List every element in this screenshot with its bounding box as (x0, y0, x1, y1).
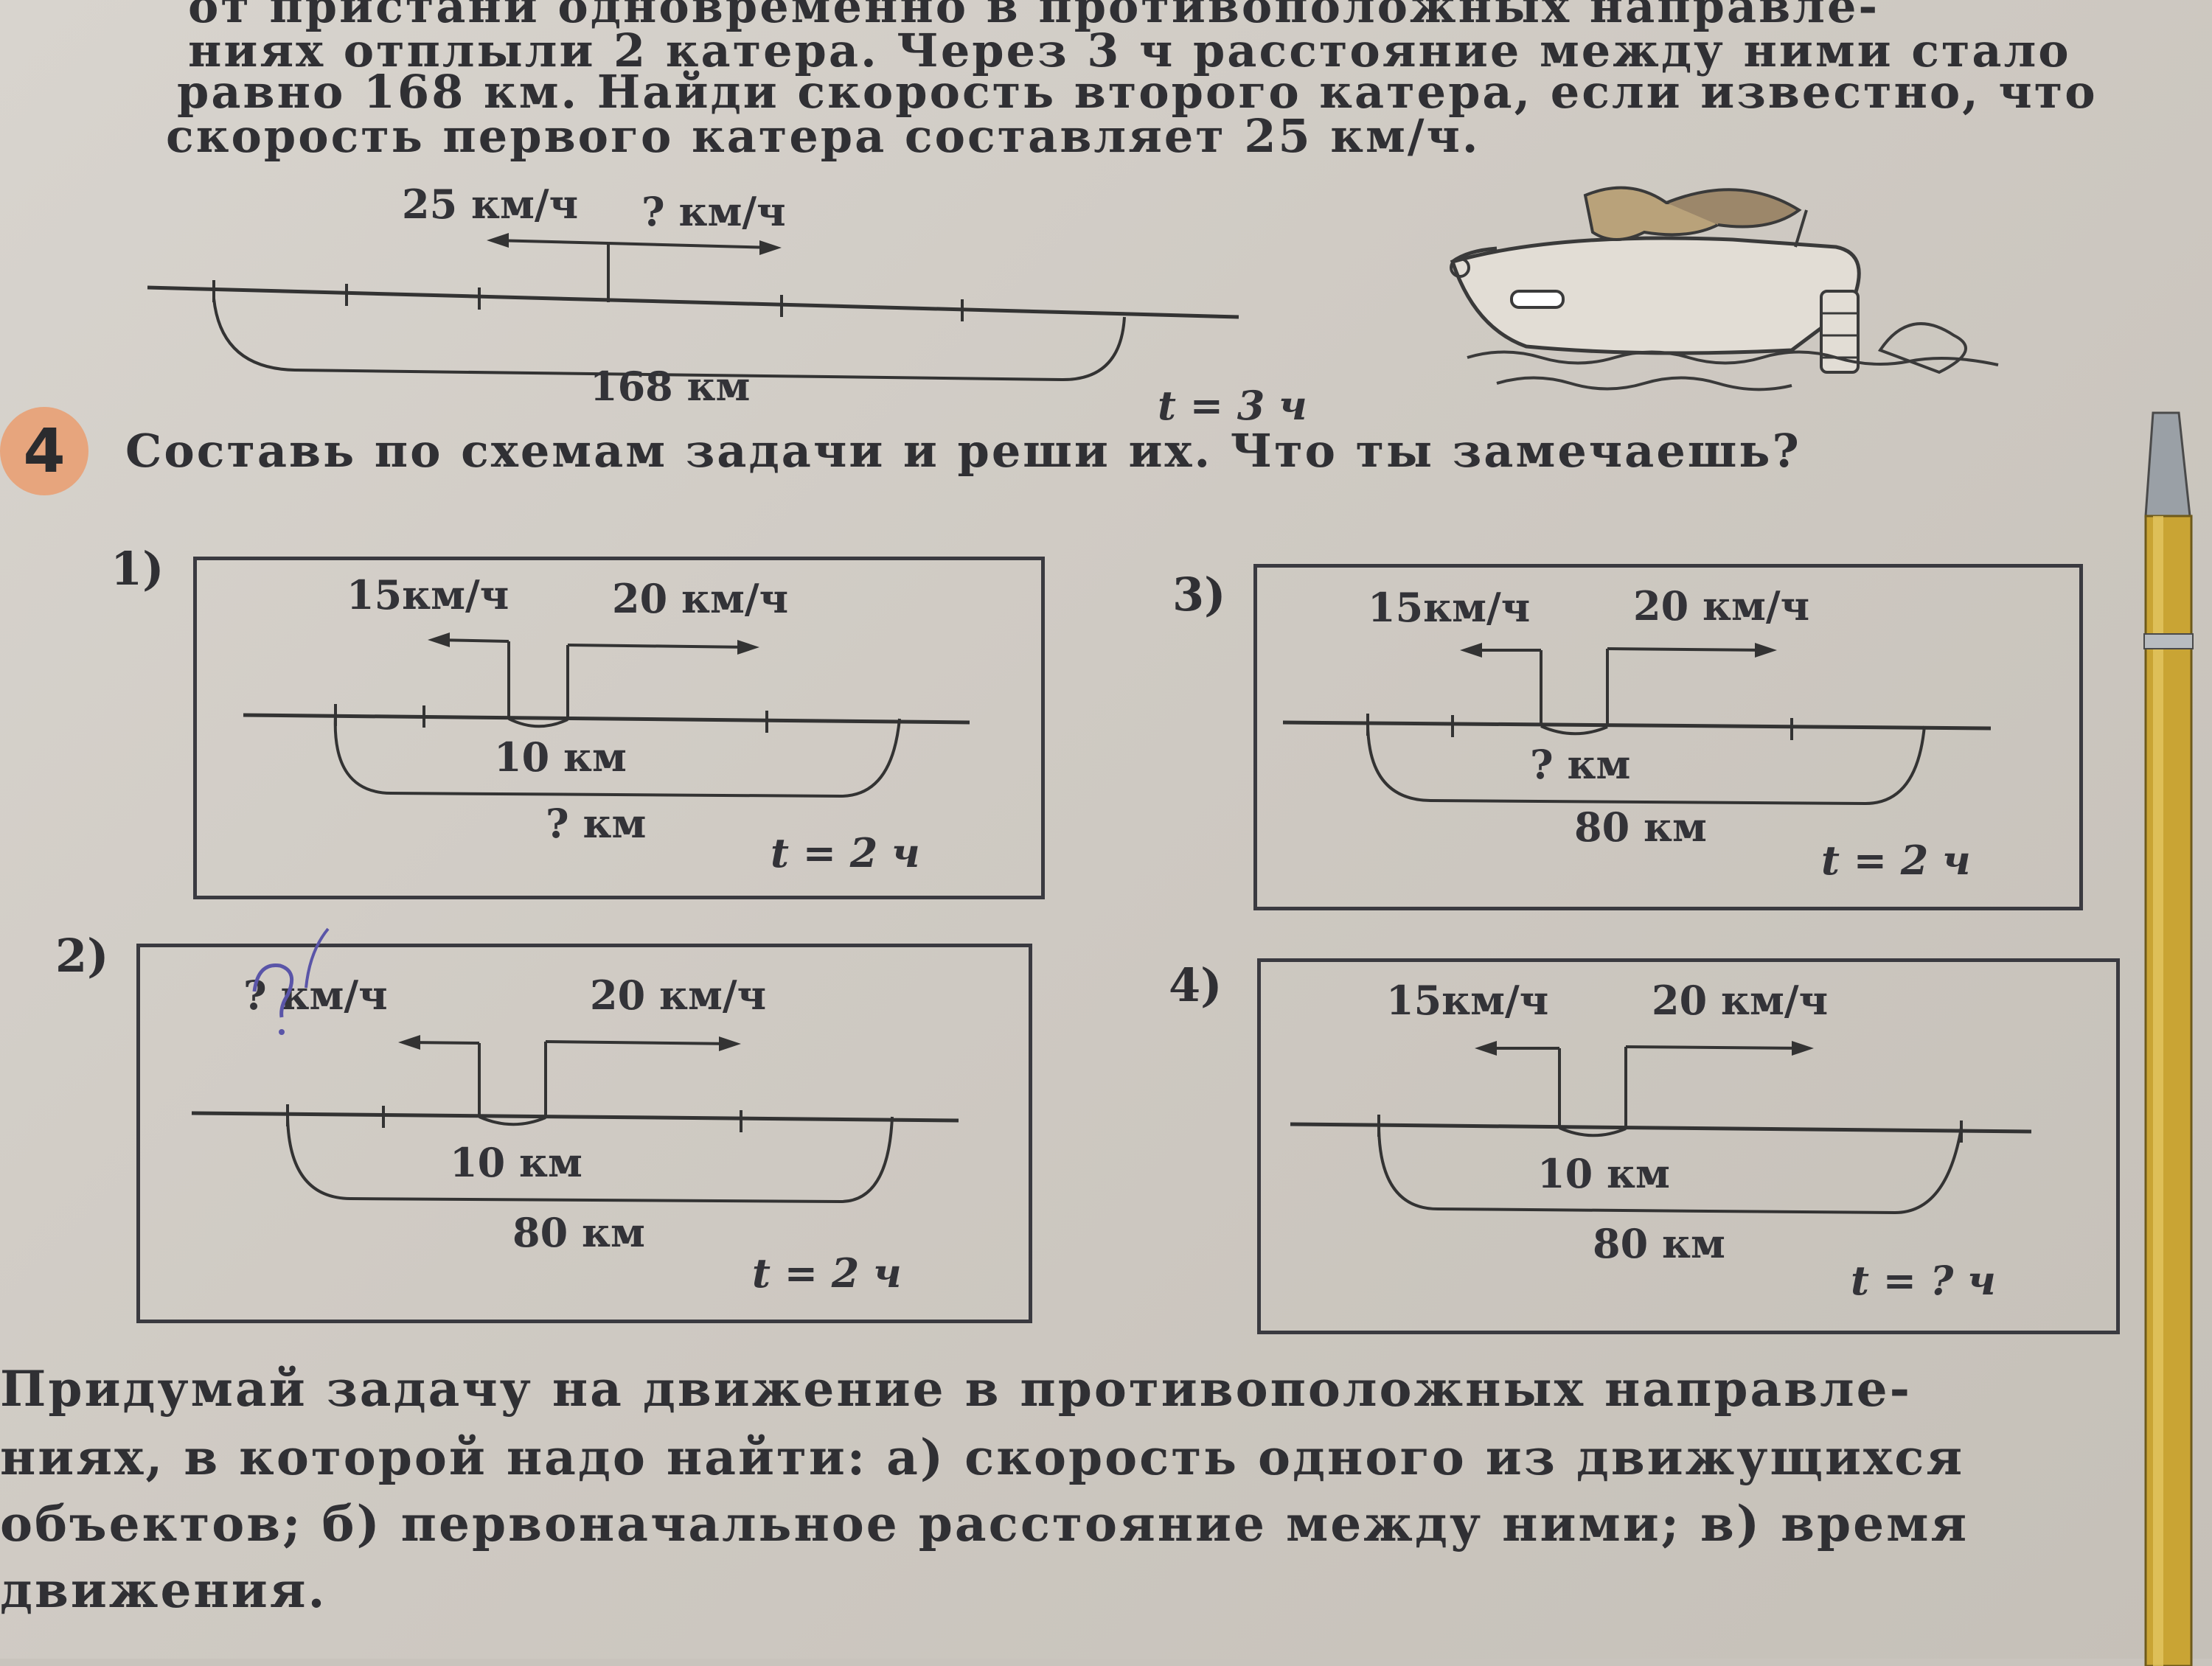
scheme3-speed-right: 20 км/ч (1633, 582, 1810, 630)
scheme3-inner-distance: ? км (1530, 741, 1631, 788)
problem3-time: t = 3 ч (1158, 382, 1307, 429)
scheme2-speed-left: ? км/ч (243, 972, 388, 1019)
scheme1-speed-left: 15км/ч (347, 571, 509, 618)
task5-line-1: Придумай задачу на движение в противопол… (0, 1360, 1913, 1418)
scheme4-speed-right: 20 км/ч (1652, 977, 1829, 1024)
scheme3-box (1253, 564, 2083, 910)
problem3-speed-left: 25 км/ч (402, 181, 579, 228)
problem3-speed-right: ? км/ч (641, 188, 786, 235)
scheme4-label: 4) (1169, 958, 1222, 1012)
scheme4-box (1257, 958, 2120, 1334)
scheme4-outer-distance: 80 км (1593, 1220, 1725, 1267)
scheme2-inner-distance: 10 км (450, 1139, 582, 1186)
task5-line-2: ниях, в которой надо найти: а) скорость … (0, 1429, 1965, 1486)
problem3-line-2: ниях отплыли 2 катера. Через 3 ч расстоя… (188, 24, 2071, 77)
scheme4-inner-distance: 10 км (1537, 1150, 1670, 1197)
task4-number-badge: 4 (0, 407, 88, 495)
problem3-line-3: равно 168 км. Найди скорость второго кат… (177, 65, 2098, 119)
scheme1-inner-distance: 10 км (494, 733, 627, 781)
scheme3-outer-distance: 80 км (1574, 804, 1707, 851)
scheme1-speed-right: 20 км/ч (612, 575, 789, 622)
task4-title: Составь по схемам задачи и реши их. Что … (125, 424, 1801, 478)
problem3-line-4: скорость первого катера составляет 25 км… (166, 109, 1481, 163)
scheme1-label: 1) (111, 542, 164, 596)
scheme3-speed-left: 15км/ч (1368, 584, 1531, 631)
scheme2-diagram-lines (191, 1035, 959, 1204)
problem3-line-1: от пристани одновременно в противоположн… (188, 0, 1880, 33)
task5-line-3: объектов; б) первоначальное расстояние м… (0, 1495, 1969, 1552)
scheme1-time: t = 2 ч (771, 829, 920, 876)
scheme4-diagram (1290, 1041, 2032, 1215)
scheme3-diagram (1282, 643, 1992, 806)
scheme4-time: t = ? ч (1851, 1257, 1996, 1304)
task4-number: 4 (23, 416, 66, 487)
problem3-distance: 168 км (590, 363, 751, 410)
problem3-diagram (147, 233, 1239, 382)
scheme1-diagram (243, 632, 970, 798)
scheme1-outer-distance: ? км (546, 800, 647, 847)
handwritten-question-mark (252, 927, 330, 1035)
scheme4-speed-left: 15км/ч (1386, 977, 1549, 1024)
boat-illustration (1450, 186, 1999, 391)
scheme2-label: 2) (55, 929, 109, 983)
scheme2-speed-right: 20 км/ч (590, 972, 767, 1019)
scheme3-time: t = 2 ч (1821, 837, 1971, 884)
scheme1-box (193, 557, 1045, 899)
scheme2-box (136, 944, 1032, 1323)
scheme3-label: 3) (1172, 568, 1226, 621)
scheme2-outer-distance: 80 км (512, 1209, 645, 1256)
task5-line-4: движения. (0, 1561, 327, 1619)
pen-object (2143, 411, 2194, 1666)
scheme2-time: t = 2 ч (752, 1250, 902, 1297)
